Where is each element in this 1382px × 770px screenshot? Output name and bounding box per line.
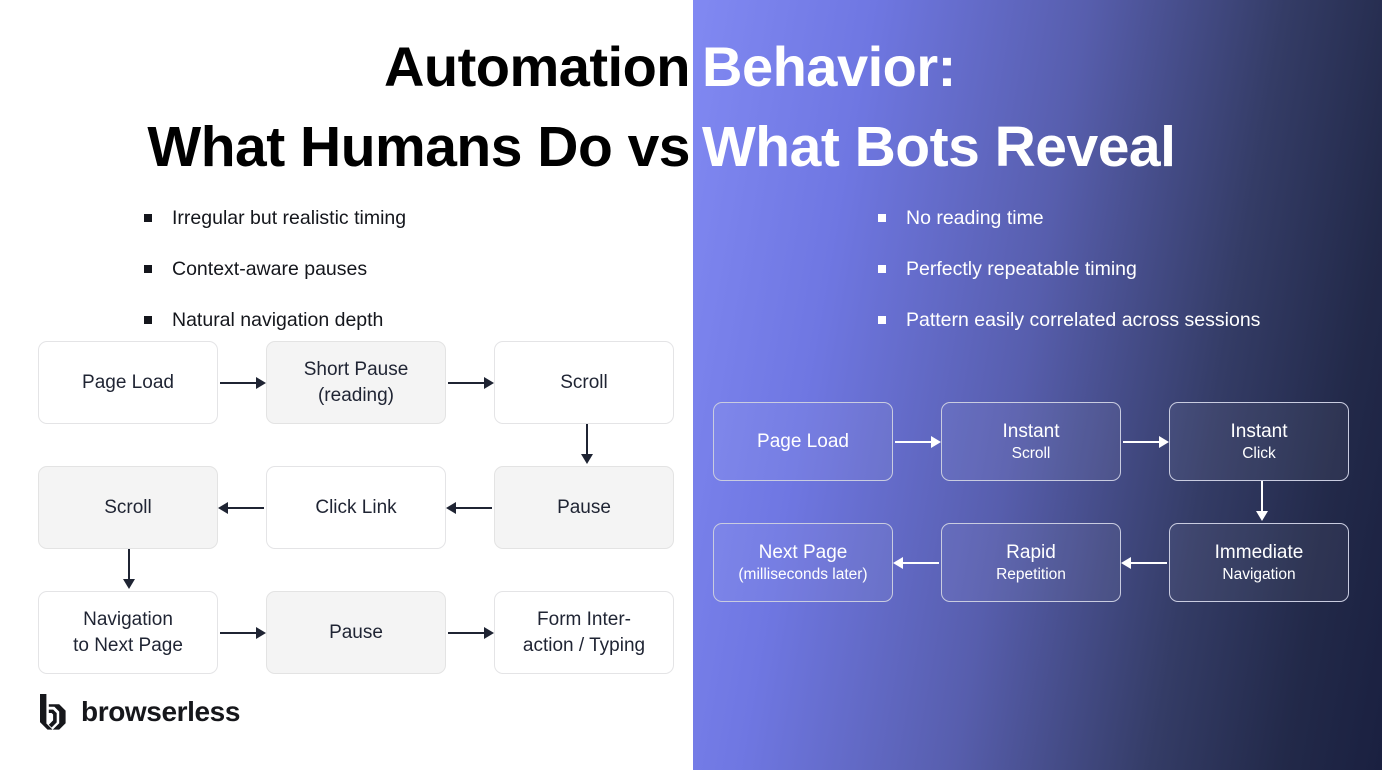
arrow-down-icon [576, 424, 598, 466]
square-bullet-icon [144, 264, 152, 273]
arrow-left-icon [218, 498, 266, 518]
bullet-text: Pattern easily correlated across session… [906, 308, 1261, 331]
node-sublabel: (reading) [317, 384, 395, 406]
bullet-text: No reading time [906, 207, 1044, 229]
flow-node-scroll-2: Scroll [38, 466, 218, 549]
bullet-text: Context-aware pauses [172, 257, 368, 280]
flow-node-next-page: Next Page (milliseconds later) [713, 523, 893, 602]
flow-row-3: Navigation to Next Page Pause Form Inter… [38, 591, 674, 674]
bullet-text: Irregular but realistic timing [172, 207, 407, 229]
flow-row-1: Page Load Instant Scroll Instant Click [713, 402, 1349, 481]
flow-connector-1 [713, 481, 1349, 523]
node-label: Click Link [315, 496, 397, 518]
right-bullet-list: No reading time Perfectly repeatable tim… [874, 204, 1334, 357]
arrow-left-icon [1121, 553, 1169, 573]
list-item: Perfectly repeatable timing [874, 255, 1334, 284]
flow-node-instant-scroll: Instant Scroll [941, 402, 1121, 481]
arrow-right-icon [218, 373, 266, 393]
node-label: Rapid [1006, 541, 1056, 563]
right-panel-gradient-background [693, 0, 1382, 770]
arrow-right-icon [1121, 432, 1169, 452]
flow-connector-1 [38, 424, 674, 466]
bot-behavior-flowchart: Page Load Instant Scroll Instant Click [713, 402, 1349, 602]
human-behavior-flowchart: Page Load Short Pause (reading) Scroll [38, 341, 674, 674]
flow-node-pause-1: Pause [494, 466, 674, 549]
browserless-wordmark: browserless [81, 696, 241, 727]
node-label: Scroll [104, 496, 152, 518]
flow-node-form-interaction: Form Inter- action / Typing [494, 591, 674, 674]
node-sublabel: Navigation [1222, 565, 1296, 583]
square-bullet-icon [144, 214, 152, 222]
flow-row-2: Next Page (milliseconds later) Rapid Rep… [713, 523, 1349, 602]
node-label: Scroll [560, 371, 608, 393]
list-item: Irregular but realistic timing [140, 204, 640, 233]
flow-node-instant-click: Instant Click [1169, 402, 1349, 481]
flow-connector-2 [38, 549, 674, 591]
bullet-text: Natural navigation depth [172, 308, 384, 331]
node-label: Form Inter- [537, 609, 631, 631]
flow-node-pause-2: Pause [266, 591, 446, 674]
flow-node-click-link: Click Link [266, 466, 446, 549]
flow-node-rapid-repetition: Rapid Repetition [941, 523, 1121, 602]
square-bullet-icon [878, 315, 886, 324]
arrow-left-icon [893, 553, 941, 573]
flow-node-short-pause: Short Pause (reading) [266, 341, 446, 424]
node-sublabel: Repetition [996, 565, 1066, 583]
arrow-down-icon [118, 549, 140, 591]
browserless-logo: browserless [38, 693, 240, 731]
list-item: Natural navigation depth [140, 306, 640, 335]
flow-row-1: Page Load Short Pause (reading) Scroll [38, 341, 674, 424]
node-sublabel: (milliseconds later) [738, 565, 868, 583]
left-bullet-list: Irregular but realistic timing Context-a… [140, 204, 640, 357]
arrow-right-icon [446, 623, 494, 643]
arrow-down-icon [1251, 481, 1273, 523]
list-item: Context-aware pauses [140, 255, 640, 284]
arrow-right-icon [218, 623, 266, 643]
flow-node-navigation-next-page: Navigation to Next Page [38, 591, 218, 674]
node-sublabel: Click [1242, 444, 1276, 462]
node-label: Immediate [1214, 541, 1304, 563]
flow-node-page-load: Page Load [38, 341, 218, 424]
node-sublabel: action / Typing [522, 634, 646, 656]
node-label: Page Load [757, 430, 849, 452]
node-label: Pause [557, 496, 611, 518]
flow-node-page-load: Page Load [713, 402, 893, 481]
node-sublabel: Scroll [1011, 444, 1051, 462]
node-label: Instant [1230, 420, 1288, 442]
square-bullet-icon [878, 264, 886, 273]
square-bullet-icon [144, 315, 152, 324]
arrow-right-icon [446, 373, 494, 393]
flow-node-scroll-1: Scroll [494, 341, 674, 424]
node-label: Pause [329, 621, 383, 643]
arrow-right-icon [893, 432, 941, 452]
node-label: Instant [1002, 420, 1060, 442]
browserless-b-mark-icon [40, 694, 66, 730]
bullet-text: Perfectly repeatable timing [906, 257, 1137, 280]
list-item: No reading time [874, 204, 1334, 233]
node-label: Page Load [82, 371, 174, 393]
flow-node-immediate-navigation: Immediate Navigation [1169, 523, 1349, 602]
node-sublabel: to Next Page [73, 634, 183, 656]
list-item: Pattern easily correlated across session… [874, 306, 1334, 335]
node-label: Next Page [758, 541, 848, 563]
node-label: Short Pause [303, 359, 409, 381]
square-bullet-icon [878, 214, 886, 222]
arrow-left-icon [446, 498, 494, 518]
flow-row-2: Scroll Click Link Pause [38, 466, 674, 549]
node-label: Navigation [83, 609, 173, 631]
